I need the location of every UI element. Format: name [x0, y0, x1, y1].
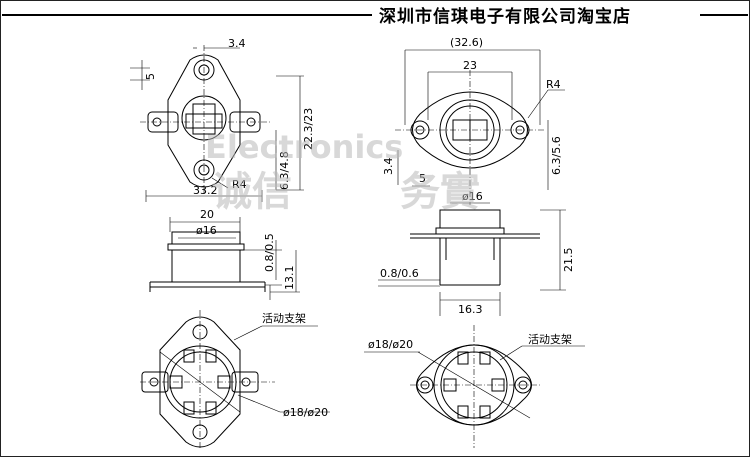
- ml-dim-flange: 0.8/0.5: [263, 233, 276, 272]
- br-label-bracket: 活动支架: [528, 333, 572, 346]
- tr-dim-pitch: 23: [463, 59, 477, 72]
- mr-dim-span: 16.3: [458, 303, 483, 316]
- middle-left-view: [149, 217, 300, 300]
- mr-dim-dia: ø16: [462, 190, 483, 203]
- tl-dim-width: 33.2: [193, 184, 218, 197]
- tl-dim-flange-rise: 5: [144, 73, 157, 80]
- watermark-cjk-left: 诚信: [212, 169, 292, 215]
- ml-dim-width: 20: [200, 208, 214, 221]
- ml-dim-height: 13.1: [283, 266, 296, 291]
- page-title: 深圳市信琪电子有限公司淘宝店: [375, 2, 635, 27]
- mr-dim-thickness: 0.8/0.6: [380, 267, 419, 280]
- tr-dim-thickness: 3.4: [382, 158, 395, 176]
- mr-dim-height: 21.5: [562, 248, 575, 273]
- tr-dim-side: 6.3/5.6: [550, 136, 563, 175]
- ml-dim-dia: ø16: [196, 224, 217, 237]
- top-left-view: [130, 45, 304, 202]
- bl-dim-dia: ø18/ø20: [283, 406, 328, 419]
- top-right-view: [395, 49, 565, 205]
- tr-radius: R4: [546, 78, 561, 91]
- middle-right-view: [378, 202, 566, 316]
- br-dim-dia: ø18/ø20: [368, 338, 413, 351]
- tl-radius: R4: [232, 178, 247, 191]
- bottom-right-view: [364, 325, 585, 448]
- bottom-left-view: [140, 310, 330, 450]
- bl-label-bracket: 活动支架: [262, 312, 306, 325]
- watermark-latin: Electronics: [205, 128, 403, 166]
- tl-dim-hole-offset: 3.4: [228, 37, 246, 50]
- tr-dim-overall: (32.6): [450, 36, 483, 49]
- tl-dim-height: 22.3/23: [302, 108, 315, 150]
- tr-dim-offset: 5: [419, 172, 426, 185]
- tl-dim-lower: 6.3/4.8: [278, 151, 291, 190]
- watermark-cjk-right: 务實: [400, 169, 480, 215]
